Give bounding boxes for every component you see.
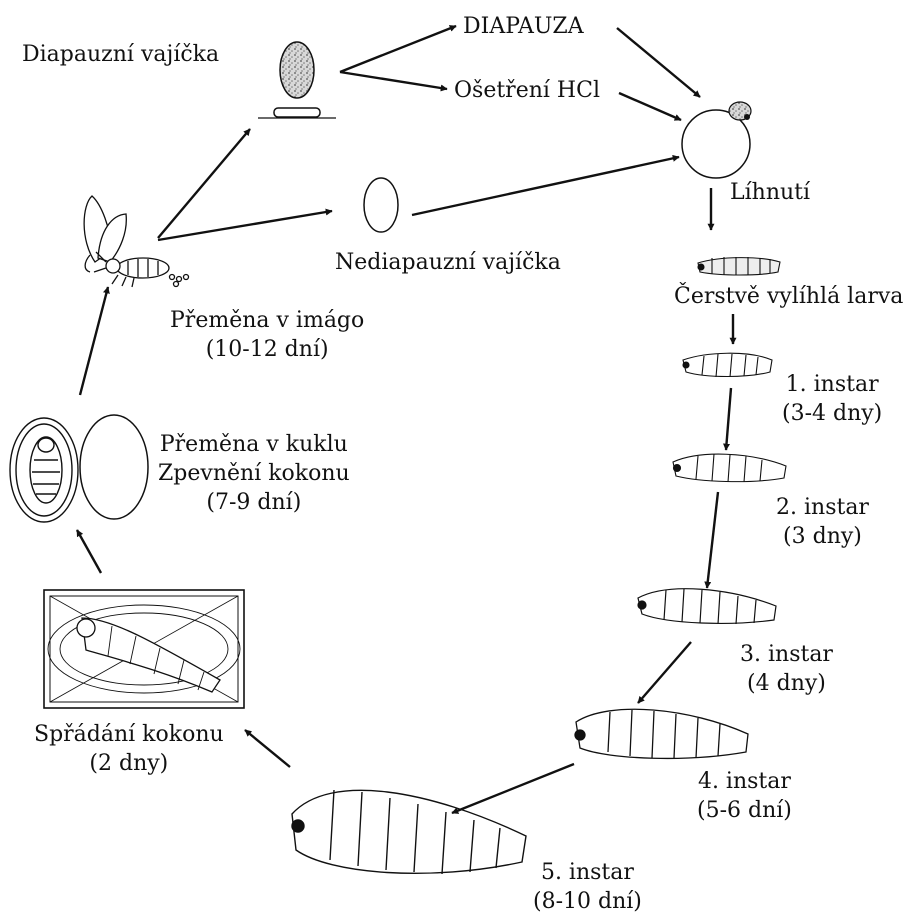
empty-cocoon-icon (80, 415, 148, 519)
instar2-larva-icon (673, 454, 786, 482)
arrow-instar3-to-instar4 (638, 642, 691, 703)
imago-duration: (10-12 dní) (170, 335, 364, 364)
label-instar5: 5. instar (8-10 dní) (533, 858, 642, 916)
instar5-larva-icon (292, 790, 526, 874)
label-diapause-eggs: Diapauzní vajíčka (22, 40, 219, 69)
arrow-instar1-to-instar2 (726, 388, 731, 450)
arrow-eggs-to-diapause (340, 26, 456, 72)
nondiapause-eggs-text: Nediapauzní vajíčka (335, 248, 561, 277)
arrow-instar5-to-spinning (245, 730, 290, 767)
hcl-treatment-text: Ošetření HCl (454, 76, 600, 105)
instar2-name: 2. instar (776, 493, 869, 522)
label-hcl-treatment: Ošetření HCl (454, 76, 600, 105)
label-instar4: 4. instar (5-6 dní) (697, 767, 792, 825)
pupation-line1: Přeměna v kuklu (158, 430, 350, 459)
diapause-text: DIAPAUZA (463, 12, 584, 41)
instar1-duration: (3-4 dny) (782, 399, 882, 428)
arrow-diapause-to-hatching (617, 28, 700, 97)
arrow-hcl-to-hatching (619, 93, 681, 120)
diapause-eggs-text: Diapauzní vajíčka (22, 40, 219, 69)
spinning-cocoon-icon (44, 590, 244, 708)
arrow-instar2-to-instar3 (707, 492, 718, 588)
instar4-larva-icon (575, 709, 748, 758)
spinning-name: Spřádání kokonu (34, 720, 224, 749)
arrow-spinning-to-pupa (77, 530, 101, 573)
label-hatching: Líhnutí (730, 178, 810, 207)
arrow-pupa-to-moth (80, 287, 108, 395)
label-instar2: 2. instar (3 dny) (776, 493, 869, 551)
label-nondiapause-eggs: Nediapauzní vajíčka (335, 248, 561, 277)
fresh-larva-icon (698, 257, 780, 275)
label-fresh-larva: Čerstvě vylíhlá larva (674, 282, 903, 311)
instar3-larva-icon (638, 589, 776, 624)
pupation-line2: Zpevnění kokonu (158, 459, 350, 488)
instar2-duration: (3 dny) (776, 522, 869, 551)
arrow-eggs-to-hcl (340, 72, 447, 89)
label-imago: Přeměna v imágo (10-12 dní) (170, 306, 364, 364)
diapause-egg-icon (258, 42, 336, 118)
pupa-in-cocoon-icon (10, 418, 78, 522)
instar4-name: 4. instar (697, 767, 792, 796)
instar3-name: 3. instar (740, 640, 833, 669)
hatching-text: Líhnutí (730, 178, 810, 207)
label-instar1: 1. instar (3-4 dny) (782, 370, 882, 428)
instar4-duration: (5-6 dní) (697, 796, 792, 825)
instar5-duration: (8-10 dní) (533, 887, 642, 916)
nondiapause-egg-icon (364, 178, 398, 232)
arrow-nondiapause-to-hatching (412, 157, 679, 215)
label-diapause: DIAPAUZA (463, 12, 584, 41)
instar3-duration: (4 dny) (740, 669, 833, 698)
label-pupation: Přeměna v kuklu Zpevnění kokonu (7-9 dní… (158, 430, 350, 517)
moth-icon (84, 196, 188, 287)
imago-name: Přeměna v imágo (170, 306, 364, 335)
instar5-name: 5. instar (533, 858, 642, 887)
instar1-larva-icon (683, 353, 772, 377)
pupation-duration: (7-9 dní) (158, 488, 350, 517)
label-instar3: 3. instar (4 dny) (740, 640, 833, 698)
fresh-larva-text: Čerstvě vylíhlá larva (674, 282, 903, 311)
arrow-instar4-to-instar5 (452, 764, 574, 813)
label-spinning: Spřádání kokonu (2 dny) (34, 720, 224, 778)
arrow-moth-to-nondiapause-eggs (158, 211, 332, 240)
cycle-arrows (77, 26, 733, 813)
arrow-moth-to-diapause-eggs (158, 129, 250, 238)
instar1-name: 1. instar (782, 370, 882, 399)
hatching-egg-icon (682, 102, 751, 178)
spinning-duration: (2 dny) (34, 749, 224, 778)
